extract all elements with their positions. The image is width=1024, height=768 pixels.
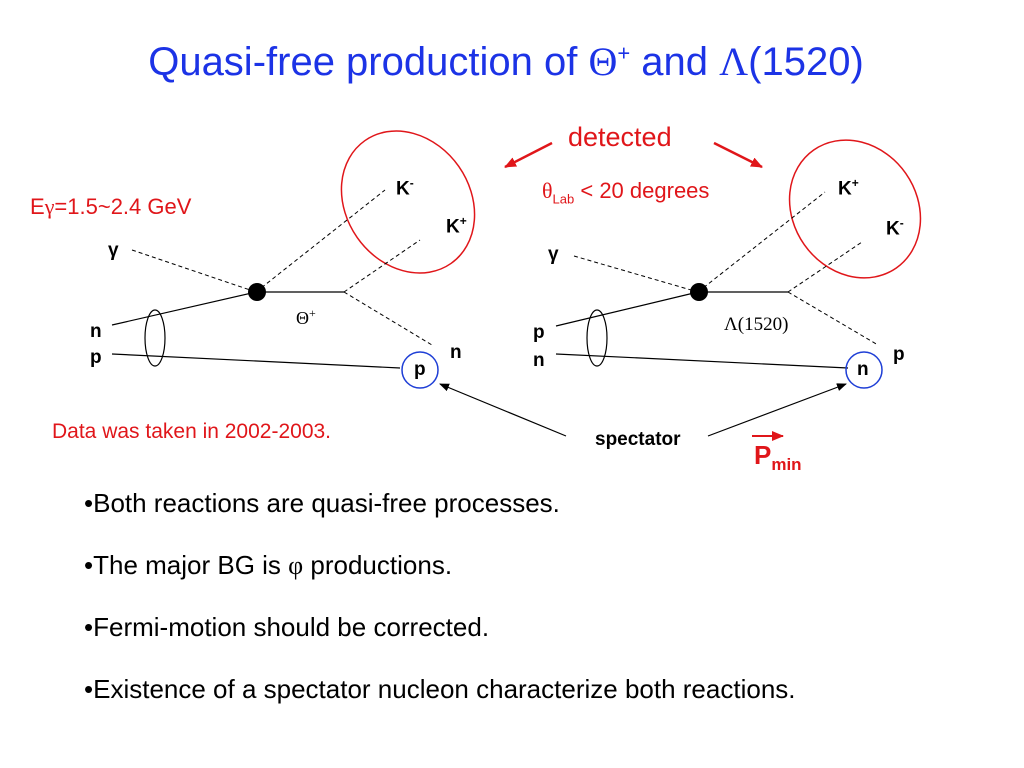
photon-energy-label: Eγ=1.5~2.4 GeV — [30, 194, 192, 219]
left-gamma-label: γ — [108, 240, 119, 261]
left-spectator-p-label: p — [414, 359, 426, 380]
left-p-label: p — [90, 347, 102, 368]
detected-arrow-left — [504, 141, 553, 169]
right-spectator-n-label: n — [857, 359, 869, 380]
detected-label: detected — [568, 122, 672, 152]
right-vertex-dot — [690, 283, 708, 301]
left-n-line — [111, 291, 257, 326]
title-and: and — [630, 40, 720, 84]
data-note: Data was taken in 2002-2003. — [52, 420, 332, 443]
left-kplus-label: K+ — [446, 214, 467, 238]
right-gamma-label: γ — [548, 244, 559, 265]
spectator-arrow-left — [439, 383, 567, 437]
right-kminus-label: K- — [886, 216, 904, 240]
right-kplus-label: K+ — [838, 176, 859, 200]
slide-title: Quasi-free production of Θ+ and Λ(1520) — [0, 38, 1012, 85]
left-nout-line — [343, 291, 433, 346]
left-n-label: n — [90, 321, 102, 342]
left-vertex-dot — [248, 283, 266, 301]
right-reaction-diagram — [555, 139, 922, 389]
title-theta-sup: + — [617, 40, 631, 66]
right-pout-line — [787, 291, 879, 346]
right-p-line — [555, 291, 699, 327]
right-detected-ellipse — [788, 139, 922, 279]
title-theta: Θ — [588, 39, 618, 84]
bullet-item: •Existence of a spectator nucleon charac… — [84, 674, 796, 704]
left-reaction-diagram — [111, 130, 476, 389]
right-kplus-line — [697, 191, 826, 293]
left-theta-label: Θ+ — [296, 306, 316, 328]
left-detected-ellipse — [340, 130, 476, 274]
left-kminus-label: K- — [396, 176, 414, 200]
right-p-out-label: p — [893, 344, 905, 365]
pmin-label: Pmin — [754, 440, 802, 475]
left-kminus-line — [255, 189, 386, 293]
right-n-label: n — [533, 350, 545, 371]
right-kminus-line — [787, 241, 863, 293]
right-n-line — [555, 353, 849, 369]
title-suffix: (1520) — [748, 40, 864, 84]
left-target-ellipse — [144, 309, 166, 367]
right-gamma-line — [573, 255, 699, 293]
right-target-ellipse — [586, 309, 608, 367]
title-lambda: Λ — [719, 39, 749, 84]
bullet-item: •Fermi-motion should be corrected. — [84, 612, 490, 642]
title-prefix: Quasi-free production of — [148, 40, 589, 84]
spectator-arrow-right — [707, 383, 847, 437]
detected-arrow-right — [713, 141, 763, 169]
left-kplus-line — [343, 239, 421, 293]
bullet-list: •Both reactions are quasi-free processes… — [84, 484, 796, 732]
spectator-label: spectator — [595, 429, 681, 450]
left-p-line — [111, 353, 401, 369]
right-p-label: p — [533, 322, 545, 343]
left-spectator-circle — [401, 351, 439, 389]
bullet-item: •The major BG is φ productions. — [84, 550, 453, 580]
right-spectator-circle — [845, 351, 883, 389]
angle-cut-label: θLab < 20 degrees — [542, 178, 710, 207]
left-n-out-label: n — [450, 342, 462, 363]
left-gamma-line — [131, 249, 257, 293]
bullet-item: •Both reactions are quasi-free processes… — [84, 488, 560, 518]
right-lambda-label: Λ(1520) — [724, 314, 789, 335]
